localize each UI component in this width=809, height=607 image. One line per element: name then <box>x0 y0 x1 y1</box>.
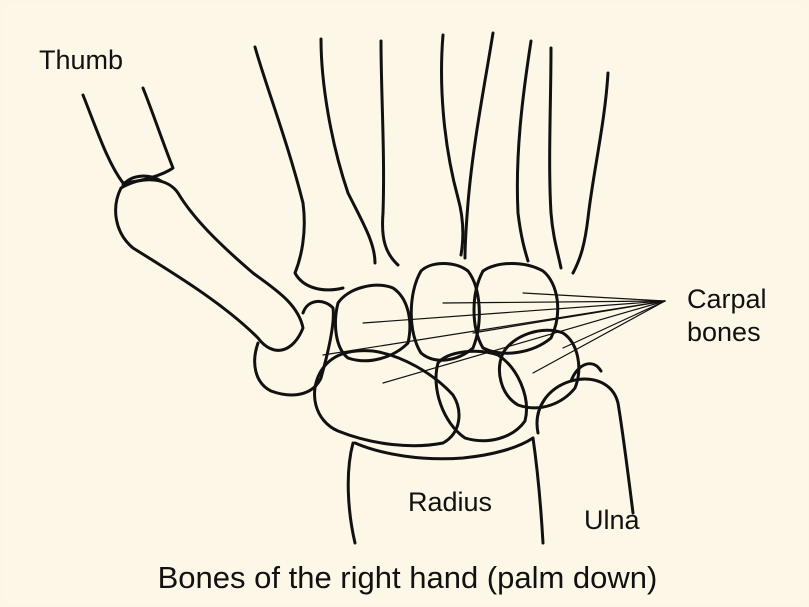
label-thumb: Thumb <box>39 45 123 75</box>
label-carpal-line1: Carpal <box>687 283 767 316</box>
label-carpal-line2: bones <box>687 316 767 349</box>
hand-bones-illustration <box>3 3 806 604</box>
label-carpal-bones: Carpal bones <box>687 283 767 349</box>
label-radius: Radius <box>408 487 492 517</box>
label-ulna: Ulna <box>584 505 640 535</box>
figure-caption: Bones of the right hand (palm down) <box>3 560 809 596</box>
